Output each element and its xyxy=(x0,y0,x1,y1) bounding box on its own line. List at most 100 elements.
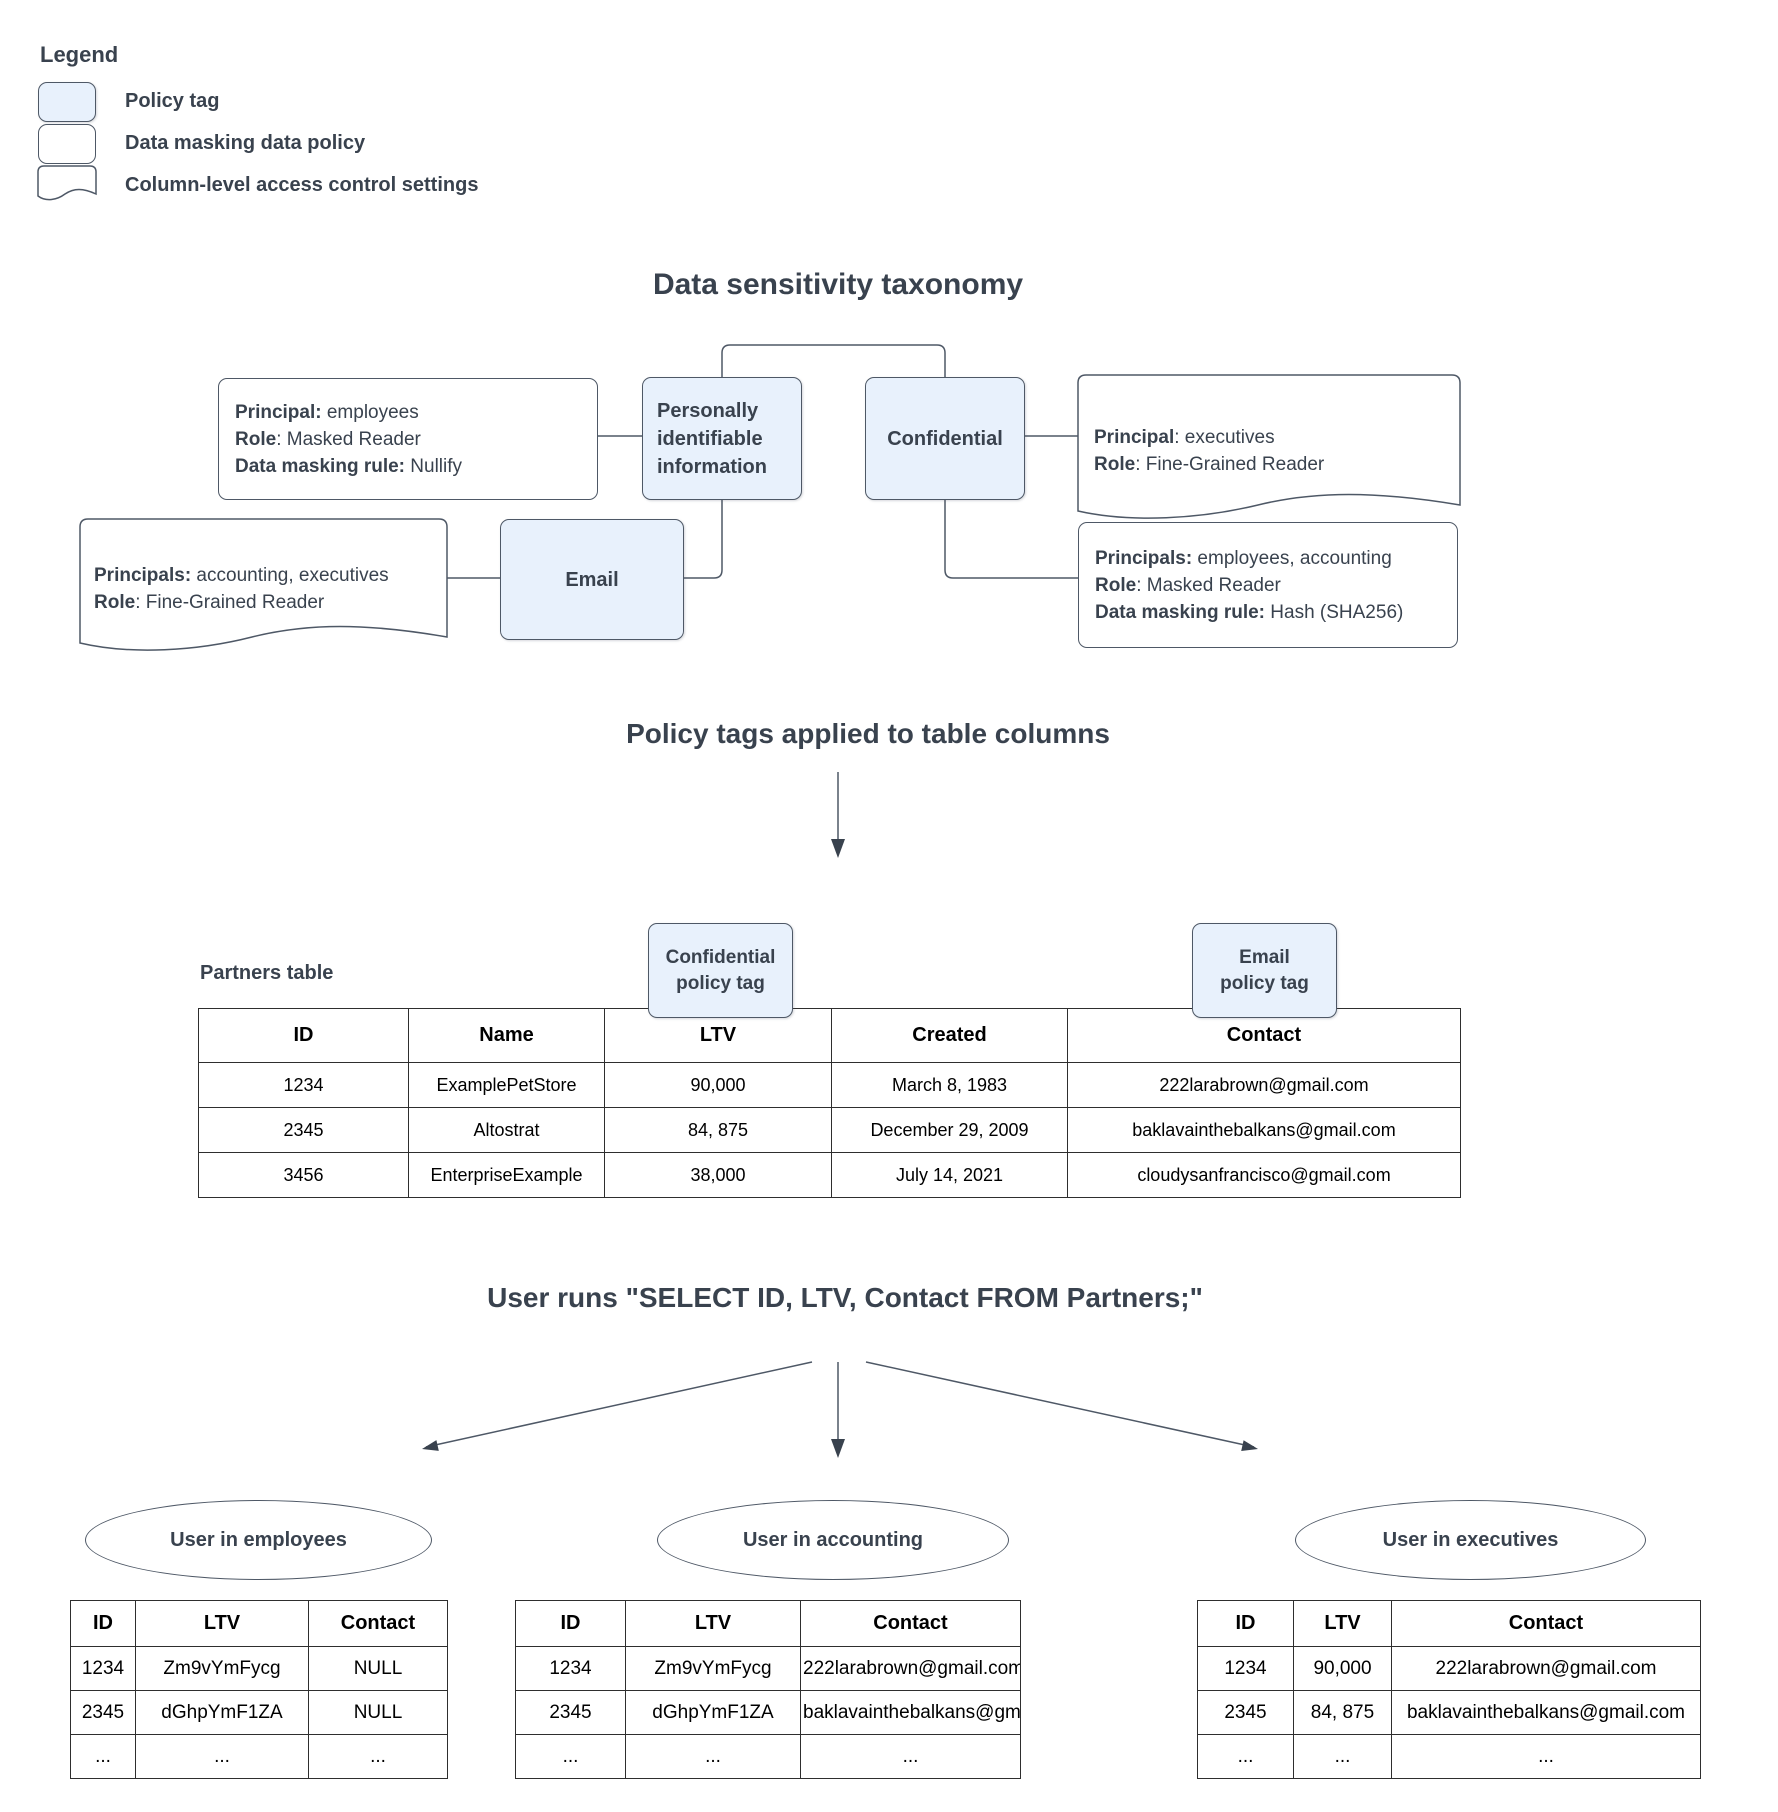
table-cell: ... xyxy=(135,1734,309,1779)
confidential-policy-tag-node: Confidential xyxy=(865,377,1025,500)
query-heading: User runs "SELECT ID, LTV, Contact FROM … xyxy=(487,1282,1203,1313)
column-header: Name xyxy=(408,1008,605,1063)
table-row: ......... xyxy=(515,1734,1021,1779)
acl-swatch xyxy=(37,165,97,206)
table-cell: July 14, 2021 xyxy=(831,1152,1068,1198)
table-cell: ... xyxy=(625,1734,801,1779)
callout-line: policy tag xyxy=(676,972,765,994)
table-cell: ... xyxy=(1391,1734,1701,1779)
legend-item-acl: Column-level access control settings xyxy=(125,174,479,196)
table-cell: 2345 xyxy=(1197,1690,1294,1735)
table-cell: March 8, 1983 xyxy=(831,1062,1068,1108)
table-cell: 2345 xyxy=(198,1107,409,1153)
callout-line: Confidential xyxy=(665,946,776,968)
confidential-label: Confidential xyxy=(887,427,1003,450)
table-cell: ... xyxy=(1293,1734,1392,1779)
pii-label: Personally identifiable information xyxy=(657,399,767,478)
confidential-masking-policy: Principals: employees, accounting Role: … xyxy=(1078,522,1458,648)
legend-item-data-policy: Data masking data policy xyxy=(125,132,366,154)
email-label: Email xyxy=(565,568,619,591)
legend-title: Legend xyxy=(40,42,119,67)
policy-value: : executives xyxy=(1174,427,1275,448)
table-cell: dGhpYmF1ZA xyxy=(135,1690,309,1735)
table-cell: 2345 xyxy=(70,1690,136,1735)
taxonomy-title: Data sensitivity taxonomy xyxy=(652,268,1024,301)
column-header: LTV xyxy=(625,1600,801,1647)
user-accounting-ellipse: User in accounting xyxy=(657,1500,1009,1580)
table-cell: 222larabrown@gmail.com xyxy=(1067,1062,1461,1108)
table-cell: Zm9vYmFycg xyxy=(135,1646,309,1691)
policy-section-heading: Policy tags applied to table columns xyxy=(626,718,1110,749)
table-cell: 1234 xyxy=(1197,1646,1294,1691)
table-cell: baklavainthebalkans@gmail.com xyxy=(1391,1690,1701,1735)
table-cell: 1234 xyxy=(515,1646,626,1691)
table-cell: 90,000 xyxy=(604,1062,832,1108)
pii-policy-tag-node: Personally identifiable information xyxy=(642,377,802,500)
table-cell: ... xyxy=(1197,1734,1294,1779)
policy-label: Role xyxy=(1095,574,1137,596)
policy-label: Data masking rule: xyxy=(235,455,405,477)
table-cell: ... xyxy=(515,1734,626,1779)
table-cell: NULL xyxy=(308,1646,448,1691)
column-header: Contact xyxy=(1391,1600,1701,1647)
policy-label: Role xyxy=(235,428,277,450)
policy-label: Data masking rule: xyxy=(1095,601,1265,623)
table-cell: Zm9vYmFycg xyxy=(625,1646,801,1691)
executives-acl-settings: Principal: executives Role: Fine-Grained… xyxy=(1077,374,1461,527)
table-cell: 38,000 xyxy=(604,1152,832,1198)
table-cell: 1234 xyxy=(198,1062,409,1108)
acl-shape xyxy=(1077,374,1461,519)
table-cell: ... xyxy=(800,1734,1021,1779)
policy-label: Principals: xyxy=(94,565,192,586)
user-executives-ellipse: User in executives xyxy=(1295,1500,1646,1580)
table-cell: ExamplePetStore xyxy=(408,1062,605,1108)
policy-value: : Fine-Grained Reader xyxy=(1135,454,1325,475)
policy-value: Nullify xyxy=(405,455,463,477)
table-cell: 1234 xyxy=(70,1646,136,1691)
accounting-acl-settings: Principals: accounting, executives Role:… xyxy=(79,518,448,659)
policy-label: Role xyxy=(1094,454,1136,475)
table-cell: December 29, 2009 xyxy=(831,1107,1068,1153)
table-cell: baklavainthebalkans@gmail.com xyxy=(1067,1107,1461,1153)
table-cell: 84, 875 xyxy=(1293,1690,1392,1735)
data-policy-swatch xyxy=(38,124,96,164)
table-cell: 3456 xyxy=(198,1152,409,1198)
table-cell: Altostrat xyxy=(408,1107,605,1153)
policy-value: : Masked Reader xyxy=(276,428,421,450)
arrow-right-line xyxy=(865,1361,1255,1448)
policy-label: Role xyxy=(94,592,136,613)
table-row: ......... xyxy=(1197,1734,1701,1779)
column-header: Contact xyxy=(800,1600,1021,1647)
employees-masking-policy: Principal: employees Role: Masked Reader… xyxy=(218,378,598,500)
policy-value: : Fine-Grained Reader xyxy=(135,592,325,613)
policy-label: Principal: xyxy=(235,401,322,423)
partners-table-label: Partners table xyxy=(200,962,334,984)
table-cell: 90,000 xyxy=(1293,1646,1392,1691)
table-cell: 222larabrown@gmail.com xyxy=(800,1646,1021,1691)
legend-item-policy-tag: Policy tag xyxy=(125,90,220,112)
table-cell: cloudysanfrancisco@gmail.com xyxy=(1067,1152,1461,1198)
table-cell: dGhpYmF1ZA xyxy=(625,1690,801,1735)
acl-shape xyxy=(79,518,448,651)
left-arrowhead xyxy=(422,1440,439,1451)
user-employees-ellipse: User in employees xyxy=(85,1500,432,1580)
section2-arrowhead xyxy=(831,839,845,858)
